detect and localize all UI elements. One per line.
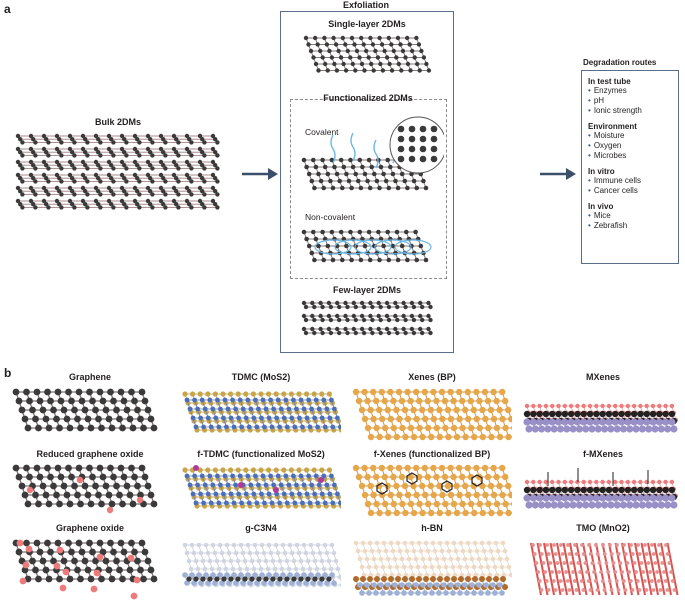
graphene-illustration [10,384,170,444]
deg-group-in-vivo: In vivo •Mice •Zebrafish [588,202,678,231]
degradation-title: Degradation routes [583,58,657,67]
covalent-illustration [298,105,444,200]
arrow-right-icon [242,167,278,181]
deg-item: Oxygen [593,141,622,150]
mxene-illustration [523,384,683,444]
label-f-mxenes: f-MXenes [582,449,623,459]
functionalized-label: Functionalized 2DMs [323,93,413,103]
f-mxene-illustration [523,460,683,520]
gc3n4-illustration [181,535,341,601]
label-xenes: Xenes (BP) [408,372,456,382]
bulk-2dm-illustration [14,130,239,220]
deg-group-environment: Environment •Moisture •Oxygen •Microbes [588,122,678,161]
exfoliation-title: Exfoliation [342,0,389,10]
mos2-illustration [181,384,341,444]
noncovalent-label: Non-covalent [305,212,356,222]
mno2-illustration [523,535,683,601]
rgo-illustration [10,460,170,520]
hbn-illustration [352,535,512,601]
deg-group-in-vitro: In vitro •Immune cells •Cancer cells [588,167,678,196]
label-tmo: TMO (MnO2) [576,523,630,533]
label-hbn: h-BN [421,523,443,533]
deg-item: pH [593,96,605,105]
deg-head-in-vivo: In vivo [588,202,614,211]
bulk-label: Bulk 2DMs [95,117,142,127]
f-mos2-illustration [181,460,341,520]
deg-head-environment: Environment [588,122,637,131]
functionalized-box [290,99,447,279]
label-graphene: Graphene [68,372,111,382]
exfoliation-box [280,11,454,353]
panel-b-letter: b [4,366,12,380]
label-mxenes: MXenes [585,372,620,382]
deg-item: Moisture [593,131,625,140]
panel-a-letter: a [4,2,11,16]
deg-head-in-vitro: In vitro [588,167,615,176]
noncovalent-illustration [298,222,444,272]
deg-item: Microbes [593,151,627,160]
deg-item: Ionic strength [593,106,642,115]
few-layer-label: Few-layer 2DMs [332,285,402,295]
covalent-label: Covalent [305,127,339,137]
label-go: Graphene oxide [55,523,125,533]
single-layer-illustration [300,32,435,80]
deg-item: Immune cells [593,176,641,185]
label-rgo: Reduced graphene oxide [36,449,144,459]
label-f-xenes: f-Xenes (functionalized BP) [373,449,491,459]
deg-item: Enzymes [593,86,627,95]
deg-item: Zebrafish [593,221,628,230]
deg-item: Cancer cells [593,186,638,195]
deg-head-test-tube: In test tube [588,77,631,86]
single-layer-label: Single-layer 2DMs [328,19,406,29]
bp-illustration [352,384,512,444]
deg-group-test-tube: In test tube •Enzymes •pH •Ionic strengt… [588,77,678,116]
deg-item: Mice [593,211,611,220]
f-bp-illustration [352,460,512,520]
arrow-right-icon-2 [540,167,576,181]
label-gc3n4: g-C3N4 [245,523,277,533]
degradation-box: In test tube •Enzymes •pH •Ionic strengt… [581,70,679,264]
few-layer-illustration [298,297,444,345]
label-f-tdmc: f-TDMC (functionalized MoS2) [197,449,325,459]
go-illustration [10,535,170,601]
label-tdmc: TDMC (MoS2) [231,372,291,382]
